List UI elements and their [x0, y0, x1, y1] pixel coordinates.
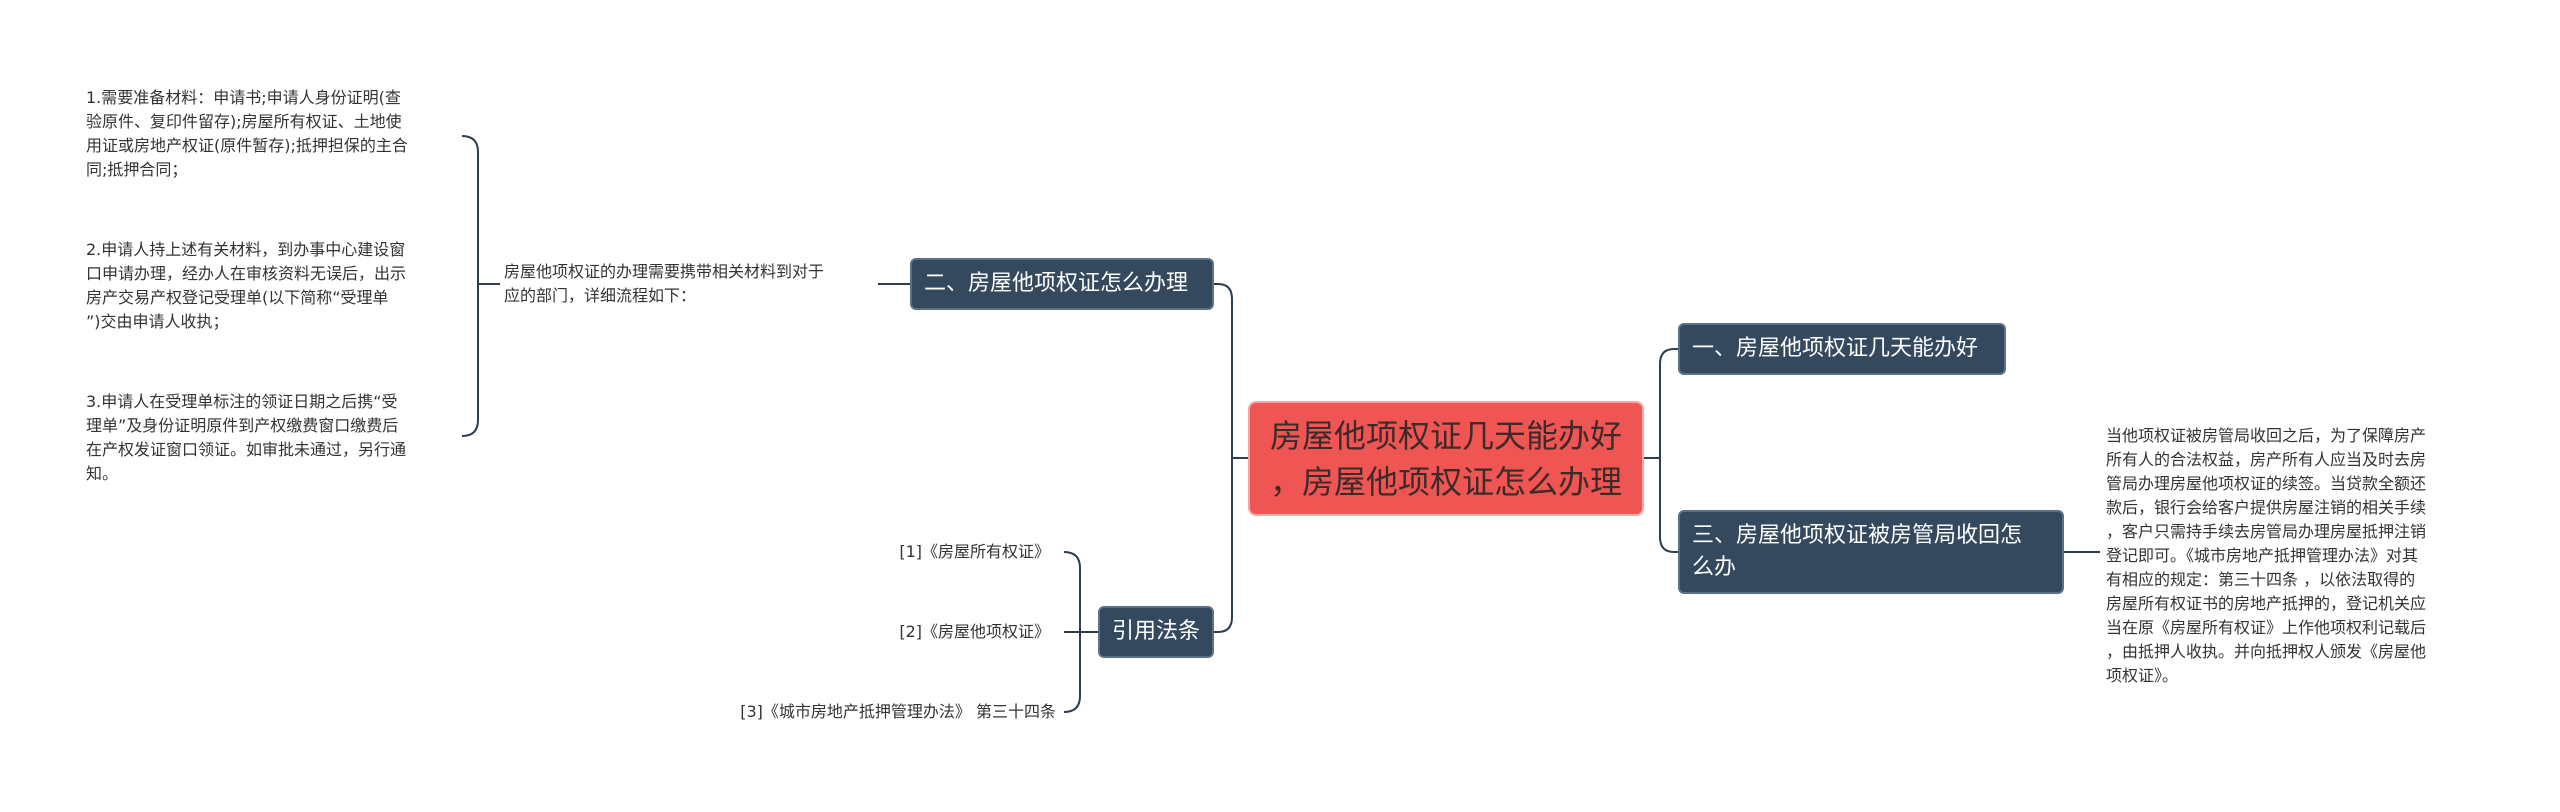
step-1-line-2: 验原件、复印件留存);房屋所有权证、土地使 [86, 112, 402, 131]
step-3-line-4: 知。 [86, 464, 119, 483]
section3-detail-line-1: 当他项权证被房管局收回之后，为了保障房产 [2106, 426, 2427, 445]
step-1-line-3: 用证或房地产权证(原件暂存);抵押担保的主合 [86, 136, 408, 155]
section3-detail-line-9: 当在原《房屋所有权证》上作他项权利记载后 [2106, 618, 2427, 637]
link-root-to-citations [1214, 458, 1233, 633]
topic-section3-line-1: 三、房屋他项权证被房管局收回怎 [1692, 523, 2023, 548]
link-root-to-section3 [1659, 458, 1678, 553]
step-3-line-3: 在产权发证窗口领证。如审批未通过，另行通 [86, 440, 407, 459]
step-2[interactable]: 2.申请人持上述有关材料，到办事中心建设窗 口申请办理，经办人在审核资料无误后，… [86, 238, 406, 334]
step-3-line-1: 3.申请人在受理单标注的领证日期之后携“受 [86, 392, 398, 411]
section3-detail-line-8: 房屋所有权证书的房地产抵押的，登记机关应 [2106, 594, 2427, 613]
section3-detail[interactable]: 当他项权证被房管局收回之后，为了保障房产 所有人的合法权益，房产所有人应当及时去… [2106, 424, 2426, 688]
citation-2-label: [2]《房屋他项权证》 [899, 622, 1050, 641]
section3-detail-line-11: 项权证》。 [2106, 666, 2179, 685]
citation-1[interactable]: [1]《房屋所有权证》 [899, 540, 1050, 564]
step-3-line-2: 理单”及身份证明原件到产权缴费窗口缴费后 [86, 416, 399, 435]
section2-intro-line-2: 应的部门，详细流程如下： [504, 286, 697, 305]
topic-section2[interactable]: 二、房屋他项权证怎么办理 [910, 258, 1214, 310]
link-root-to-section1 [1644, 348, 1678, 459]
step-2-line-2: 口申请办理，经办人在审核资料无误后，出示 [86, 264, 407, 283]
link-root-to-section2 [1214, 283, 1248, 459]
citation-3-label: [3]《城市房地产抵押管理办法》 第三十四条 [740, 702, 1056, 721]
step-2-line-1: 2.申请人持上述有关材料，到办事中心建设窗 [86, 240, 406, 259]
citation-2[interactable]: [2]《房屋他项权证》 [899, 620, 1050, 644]
section2-intro-line-1: 房屋他项权证的办理需要携带相关材料到对于 [504, 262, 825, 281]
section3-detail-line-2: 所有人的合法权益，房产所有人应当及时去房 [2106, 450, 2427, 469]
root-topic[interactable]: 房屋他项权证几天能办好 ，房屋他项权证怎么办理 [1248, 401, 1644, 516]
topic-section1-label: 一、房屋他项权证几天能办好 [1692, 336, 1979, 361]
topic-citations[interactable]: 引用法条 [1098, 606, 1214, 658]
section3-detail-line-7: 有相应的规定：第三十四条 ，以依法取得的 [2106, 570, 2416, 589]
root-title-line-2: ，房屋他项权证怎么办理 [1269, 462, 1622, 501]
section3-detail-line-5: ，客户只需持手续去房管局办理房屋抵押注销 [2106, 522, 2427, 541]
step-1[interactable]: 1.需要准备材料：申请书;申请人身份证明(查 验原件、复印件留存);房屋所有权证… [86, 86, 408, 182]
citation-3[interactable]: [3]《城市房地产抵押管理办法》 第三十四条 [740, 700, 1056, 724]
steps-bracket [461, 135, 479, 437]
section3-detail-line-10: ，由抵押人收执。并向抵押权人颁发《房屋他 [2106, 642, 2427, 661]
section2-intro[interactable]: 房屋他项权证的办理需要携带相关材料到对于 应的部门，详细流程如下： [504, 260, 824, 308]
topic-section3[interactable]: 三、房屋他项权证被房管局收回怎 么办 [1678, 510, 2064, 594]
step-1-line-4: 同;抵押合同； [86, 160, 188, 179]
topic-section3-line-2: 么办 [1692, 555, 1737, 580]
topic-section2-label: 二、房屋他项权证怎么办理 [924, 271, 1189, 296]
section3-detail-line-6: 登记即可。《城市房地产抵押管理办法》对其 [2106, 546, 2419, 565]
topic-section1[interactable]: 一、房屋他项权证几天能办好 [1678, 323, 2006, 375]
step-2-line-3: 房产交易产权登记受理单(以下简称“受理单 [86, 288, 389, 307]
step-1-line-1: 1.需要准备材料：申请书;申请人身份证明(查 [86, 88, 401, 107]
step-3[interactable]: 3.申请人在受理单标注的领证日期之后携“受 理单”及身份证明原件到产权缴费窗口缴… [86, 390, 406, 486]
step-2-line-4: ”)交由申请人收执； [86, 312, 229, 331]
section3-detail-line-3: 管局办理房屋他项权证的续签。当贷款全额还 [2106, 474, 2427, 493]
citation-1-label: [1]《房屋所有权证》 [899, 542, 1050, 561]
section3-detail-line-4: 款后，银行会给客户提供房屋注销的相关手续 [2106, 498, 2427, 517]
root-title-line-1: 房屋他项权证几天能办好 [1269, 416, 1622, 455]
topic-citations-label: 引用法条 [1112, 619, 1201, 644]
